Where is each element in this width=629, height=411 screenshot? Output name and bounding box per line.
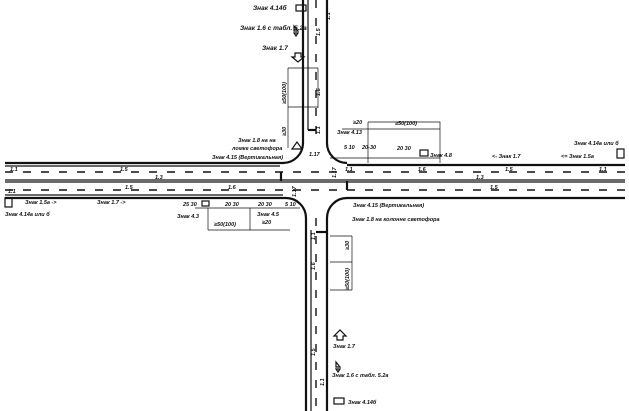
vertical-road (279, 0, 349, 411)
label-east-510: 5 10 (344, 145, 355, 151)
label-west-43: Знак 4.3 (177, 214, 199, 220)
mark-east-13: 1.3 (476, 175, 484, 181)
label-east-15a: <= Знак 1.5а (561, 154, 594, 160)
label-south-17: Знак 1.7 (333, 344, 356, 350)
label-east-2030b: 20 30 (396, 146, 411, 152)
sign-414-east-icon (616, 148, 625, 159)
sign-48-icon (419, 149, 429, 157)
label-west-510: 5 10 (285, 202, 296, 208)
mark-west-15b: 1.5 (125, 185, 134, 191)
label-north-414b: Знак 4.14б (253, 4, 287, 12)
label-west-dist50: ≥50(100) (214, 222, 236, 228)
mark-west-11: 1.1 (10, 167, 18, 173)
label-north-18: Знак 1.8 на на (238, 138, 276, 144)
label-west-17: Знак 1.7 -> (97, 200, 126, 206)
mark-south-15: 1.5 (311, 347, 317, 356)
label-east-dist20: ≥20 (353, 120, 362, 126)
road-edge-nw (5, 0, 305, 165)
label-south-415: Знак 4.15 (Вертикальная) (353, 203, 424, 209)
dimension-lines (195, 67, 441, 291)
label-west-2530: 25 30 (182, 202, 197, 208)
label-east-17: <- Знак 1.7 (492, 154, 521, 160)
label-south-18: Знак 1.8 на колонне светофора (352, 216, 440, 223)
road-edge-se (325, 196, 625, 411)
mark-west-117: 1.17 (292, 185, 298, 197)
sign-414b-north-icon (295, 4, 307, 12)
label-north-16: Знак 1.6 с табл. 5.2а (240, 24, 307, 32)
label-north-dist30: ≥30 (282, 127, 288, 136)
label-south-414b: Знак 4.14б (348, 399, 377, 406)
mark-east-117: 1.17 (332, 166, 338, 178)
mark-north-15: 1.5 (316, 27, 322, 36)
label-west-dist20: ≥20 (262, 220, 271, 226)
mark-south-11b: 1.1 (320, 378, 326, 386)
mark-east-15: 1.5 (505, 167, 514, 173)
horizontal-road (5, 0, 625, 411)
label-south-dist30: ≥30 (345, 241, 351, 250)
label-east-dist50: ≥50(100) (395, 121, 417, 127)
arrow-up-icon (332, 329, 348, 341)
label-north-18b: ломке светофора (231, 145, 282, 152)
sign-414-west-icon (4, 197, 13, 208)
mark-east-15b: 1.5 (490, 185, 499, 191)
road-edge-sw (5, 196, 308, 411)
mark-west-13: 1.3 (155, 175, 163, 181)
sign-43-icon (201, 200, 210, 207)
signal-triangle-icon (290, 140, 304, 150)
mark-east-16: 1.6 (418, 167, 427, 173)
label-east-413: Знак 4.13 (337, 130, 362, 136)
sign-414b-south-icon (333, 397, 345, 405)
mark-north-117: 1.17 (309, 152, 321, 158)
road-edge-ne (325, 0, 348, 165)
label-north-415: Знак 4.15 (Вертикальная) (212, 155, 283, 161)
label-west-2030a: 20 30 (224, 202, 239, 208)
mark-north-16: 1.6 (316, 87, 322, 96)
mark-east-11b: 1.1 (599, 167, 607, 173)
mark-west-11b: 1.1 (8, 189, 16, 195)
mark-west-16: 1.6 (228, 185, 237, 191)
arrow-down-icon (290, 52, 306, 63)
label-east-2030a: 20-30 (361, 145, 376, 151)
mark-north-11b: 1.1 (316, 126, 322, 134)
label-west-414: Знак 4.14а или б (5, 211, 50, 218)
mark-south-16: 1.6 (311, 261, 317, 270)
label-north-17: Знак 1.7 (262, 45, 288, 52)
sign-16-south-icon (334, 360, 342, 374)
mark-south-11: 1.1 (311, 232, 317, 240)
label-south-16: Знак 1.6 с табл. 5.2а (332, 372, 388, 379)
label-south-dist50: ≥50(100) (345, 268, 351, 290)
label-north-dist50: ≥50(100) (282, 82, 288, 104)
label-east-414: Знак 4.14а или б (574, 140, 619, 147)
mark-east-11: 1.1 (345, 167, 353, 173)
label-west-45: Знак 4.5 (257, 212, 280, 218)
sign-16-north-icon (292, 24, 300, 38)
mark-north-11: 1.1 (326, 12, 332, 20)
label-east-48: Знак 4.8 (430, 153, 453, 159)
mark-west-15: 1.5 (120, 167, 129, 173)
label-west-15a: Знак 1.5а -> (25, 200, 57, 206)
label-west-2030b: 20 30 (257, 202, 272, 208)
